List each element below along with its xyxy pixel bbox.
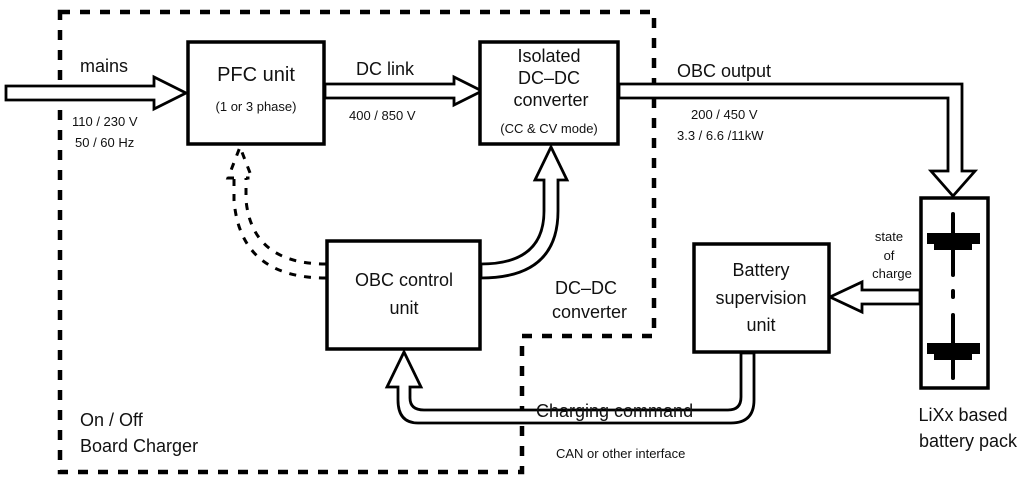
- charger-frame-label-line1: On / Off: [80, 410, 144, 430]
- control-unit-line1: OBC control: [355, 270, 453, 290]
- soc-label-line2: of: [884, 248, 895, 263]
- charger-boundary-frame: [57, 9, 657, 475]
- soc-label-line1: state: [875, 229, 903, 244]
- isolated-dcdc-converter-box: [478, 40, 620, 146]
- battery-pack-label-line1: LiXx based: [918, 405, 1007, 425]
- obc-output-label: OBC output: [677, 61, 771, 81]
- bsu-line2: supervision: [715, 288, 806, 308]
- battery-cell-icon-top: [927, 212, 980, 277]
- mains-frequency-label: 50 / 60 Hz: [75, 135, 134, 150]
- charging-command-arrow: [384, 348, 756, 425]
- dcdc-frame-label-line1: DC–DC: [555, 278, 617, 298]
- obc-output-arrow: [617, 82, 979, 199]
- pfc-unit-title: PFC unit: [217, 64, 295, 86]
- obc-output-power-label: 3.3 / 6.6 /11kW: [677, 128, 764, 143]
- state-of-charge-arrow: [826, 279, 922, 315]
- dcdc-line4: (CC & CV mode): [500, 121, 598, 136]
- dc-link-arrow: [323, 74, 486, 108]
- dc-link-label: DC link: [356, 59, 415, 79]
- can-interface-label: CAN or other interface: [556, 446, 685, 461]
- control-to-dcdc-arrow: [479, 143, 570, 280]
- dcdc-line3: converter: [513, 90, 588, 110]
- control-to-pfc-dashed-arrow: [225, 142, 327, 280]
- bsu-line3: unit: [746, 315, 775, 335]
- battery-cell-icon-bottom: [927, 313, 980, 380]
- control-unit-line2: unit: [389, 298, 418, 318]
- mains-voltage-label: 110 / 230 V: [72, 114, 138, 129]
- dcdc-line1: Isolated: [517, 46, 580, 66]
- soc-label-line3: charge: [872, 266, 912, 281]
- obc-output-voltage-label: 200 / 450 V: [691, 107, 758, 122]
- dcdc-frame-label-line2: converter: [552, 302, 627, 322]
- pfc-unit-subtitle: (1 or 3 phase): [216, 99, 297, 114]
- dc-link-voltage-label: 400 / 850 V: [349, 108, 416, 123]
- bsu-line1: Battery: [732, 260, 789, 280]
- charger-frame-label-line2: Board Charger: [80, 436, 198, 456]
- charging-command-label: Charging command: [536, 401, 693, 421]
- dcdc-line2: DC–DC: [518, 68, 580, 88]
- pfc-unit-box: [186, 40, 326, 146]
- mains-input-arrow: [4, 74, 190, 112]
- mains-label: mains: [80, 56, 128, 76]
- battery-pack-label-line2: battery pack: [919, 431, 1018, 451]
- battery-supervision-unit-box: [692, 242, 831, 354]
- obc-control-unit-box: [325, 239, 482, 351]
